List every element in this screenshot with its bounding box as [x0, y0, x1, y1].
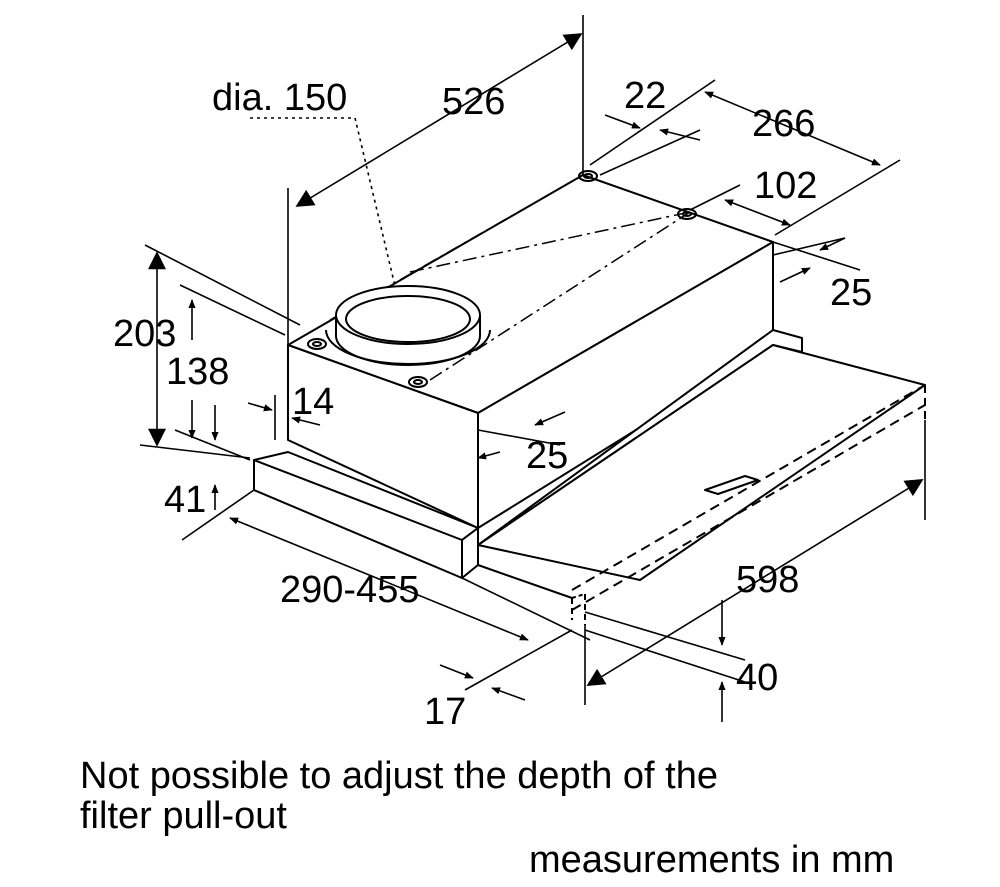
label-front-thickness: 17: [424, 691, 466, 733]
duct-collar: [325, 285, 491, 366]
label-pullout-range: 290-455: [280, 569, 419, 611]
units-note: measurements in mm: [529, 839, 895, 881]
dimension-lines: [139, 15, 926, 722]
label-side-offset-front: 25: [526, 435, 568, 477]
note-line-1: Not possible to adjust the depth of the: [80, 755, 718, 797]
label-duct-diameter: dia. 150: [212, 77, 347, 119]
label-front-height: 41: [164, 479, 206, 521]
label-filter-height: 40: [736, 657, 778, 699]
note-line-2: filter pull-out: [80, 795, 287, 837]
label-total-height: 203: [113, 313, 176, 355]
label-hole-spacing: 102: [754, 165, 817, 207]
dimension-labels: dia. 150 526 22 266 102 25 203 138 14 25…: [113, 75, 872, 733]
label-body-height: 138: [166, 351, 229, 393]
mount-hole-mid: [677, 208, 697, 220]
label-inset-14: 14: [292, 381, 334, 423]
label-side-offset-top: 25: [830, 272, 872, 314]
mount-hole-front-left: [307, 338, 327, 350]
mount-hole-front-right: [408, 376, 428, 388]
label-rear-offset: 22: [624, 75, 666, 117]
label-mount-depth: 266: [752, 103, 815, 145]
label-width: 598: [736, 559, 799, 601]
label-overall-depth: 526: [442, 81, 505, 123]
